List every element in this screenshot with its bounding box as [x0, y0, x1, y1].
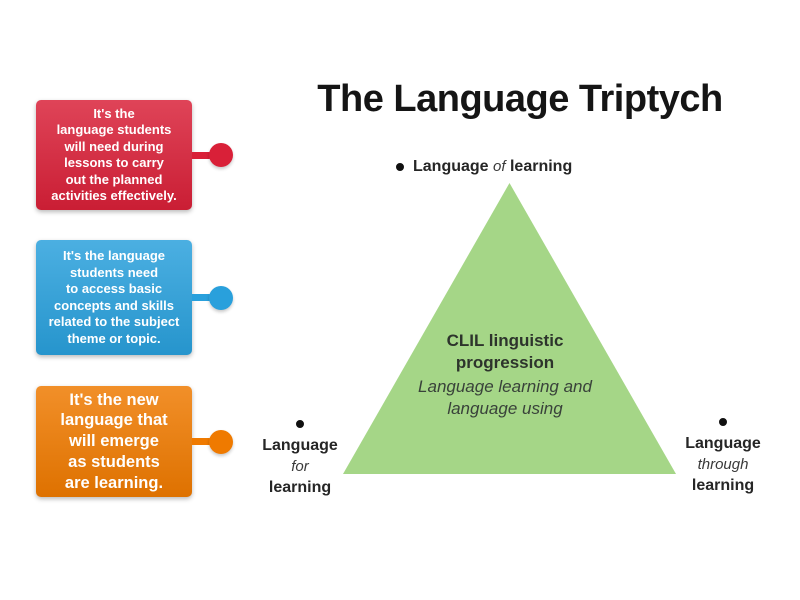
connector-knob[interactable] — [209, 429, 233, 454]
label-language-for-learning: Language for learning — [238, 420, 362, 498]
answer-card-blue[interactable]: It's the language students need to acces… — [36, 240, 233, 355]
answer-card-orange[interactable]: It's the new language that will emerge a… — [36, 386, 233, 497]
answer-card-text: It's the language students need to acces… — [48, 248, 180, 346]
connector-stem — [192, 294, 212, 301]
target-ring-icon[interactable] — [296, 420, 304, 428]
target-ring-icon[interactable] — [396, 162, 404, 171]
label-text: Language — [685, 435, 761, 452]
answer-card-text: It's the language students will need dur… — [51, 105, 177, 204]
label-text: for — [291, 458, 309, 475]
connector-knob[interactable] — [209, 143, 233, 167]
triptych-triangle — [343, 183, 676, 474]
connector-knob[interactable] — [209, 285, 233, 310]
label-language-of-learning: Language of learning — [396, 156, 572, 177]
triangle-subheading: Language learning and language using — [418, 377, 592, 418]
triangle-caption: CLIL linguistic progression Language lea… — [375, 330, 635, 420]
label-text: learning — [691, 477, 755, 494]
connector-stem — [192, 151, 212, 159]
label-text: learning — [268, 479, 332, 496]
label-text: Language — [262, 437, 338, 454]
label-text: Language of learning — [413, 158, 573, 175]
label-language-through-learning: Language through learning — [661, 418, 785, 496]
answer-card-text: It's the new language that will emerge a… — [60, 390, 168, 492]
connector-stem — [192, 438, 212, 445]
target-ring-icon[interactable] — [719, 418, 727, 426]
triangle-heading: CLIL linguistic progression — [446, 331, 564, 372]
page-title: The Language Triptych — [317, 78, 723, 120]
label-text: through — [697, 456, 749, 473]
answer-card-red[interactable]: It's the language students will need dur… — [36, 100, 233, 210]
